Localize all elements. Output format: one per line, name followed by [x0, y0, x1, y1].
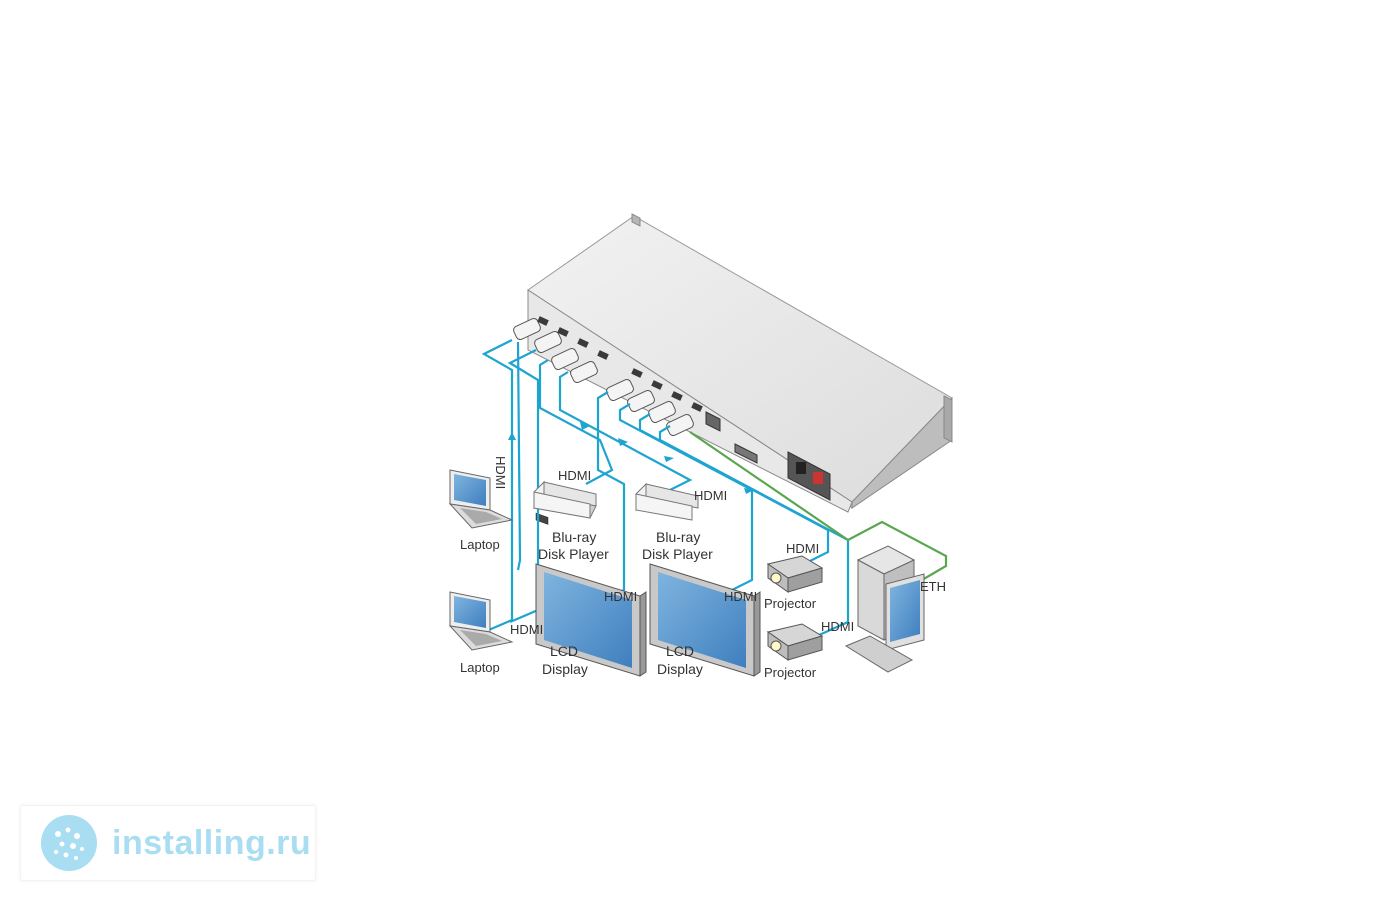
laptop-icon — [448, 591, 514, 651]
hdmi-connectors-outputs — [606, 378, 694, 437]
power-socket — [787, 451, 831, 501]
bluray-player-icon — [533, 480, 597, 519]
watermark-text: installing.ru — [112, 823, 312, 862]
bluray-label-2-line1: Blu-ray — [656, 529, 700, 545]
hdmi-label-bluray-2: HDMI — [694, 488, 727, 503]
eth-label: ETH — [920, 579, 946, 594]
laptop-label-2: Laptop — [460, 660, 500, 675]
hdmi-label-lcd-1: HDMI — [604, 589, 637, 604]
ethernet-port — [705, 411, 721, 432]
lcd-label-1-line1: LCD — [550, 643, 578, 659]
lcd-label-2-line1: LCD — [666, 643, 694, 659]
projector-label-1: Projector — [764, 596, 817, 611]
rs232-port — [734, 443, 758, 464]
hdmi-connectors-inputs — [513, 317, 598, 384]
cable-bluray-2 — [558, 371, 693, 493]
lcd-display-icon — [535, 563, 647, 677]
bluray-player-icon — [635, 482, 699, 521]
hdmi-sockets — [537, 316, 703, 412]
bluray-label-2-line2: Disk Player — [642, 546, 713, 562]
lcd-label-1-line2: Display — [542, 661, 588, 677]
hdmi-label-laptop-1: HDMI — [493, 456, 508, 489]
signal-arrows — [508, 422, 754, 494]
laptop-label-1: Laptop — [460, 537, 500, 552]
projector-label-2: Projector — [764, 665, 817, 680]
hdmi-label-bluray-1: HDMI — [558, 468, 591, 483]
cable-bluray-1 — [538, 359, 614, 485]
lcd-display-icon — [649, 563, 761, 677]
bluray-label-1-line1: Blu-ray — [552, 529, 596, 545]
computer-icon — [844, 545, 925, 673]
cable-laptop-2-b — [516, 341, 522, 571]
eth-cable — [689, 431, 948, 581]
hdmi-label-lcd-2: HDMI — [724, 589, 757, 604]
cable-lcd-1 — [596, 391, 626, 603]
cable-laptop-2-c — [507, 349, 540, 624]
laptop-icon — [448, 469, 514, 529]
bluray-label-1-line2: Disk Player — [538, 546, 609, 562]
watermark[interactable]: installing.ru — [20, 805, 316, 881]
installing-logo-icon — [41, 815, 97, 871]
projector-icon — [766, 623, 824, 661]
hdmi-label-projector-1: HDMI — [786, 541, 819, 556]
hdmi-label-laptop-2: HDMI — [510, 622, 543, 637]
projector-icon — [766, 555, 824, 593]
cable-laptop-2 — [481, 339, 514, 634]
lcd-label-2-line2: Display — [657, 661, 703, 677]
matrix-switcher-device — [513, 213, 953, 525]
hdmi-label-projector-2: HDMI — [821, 619, 854, 634]
